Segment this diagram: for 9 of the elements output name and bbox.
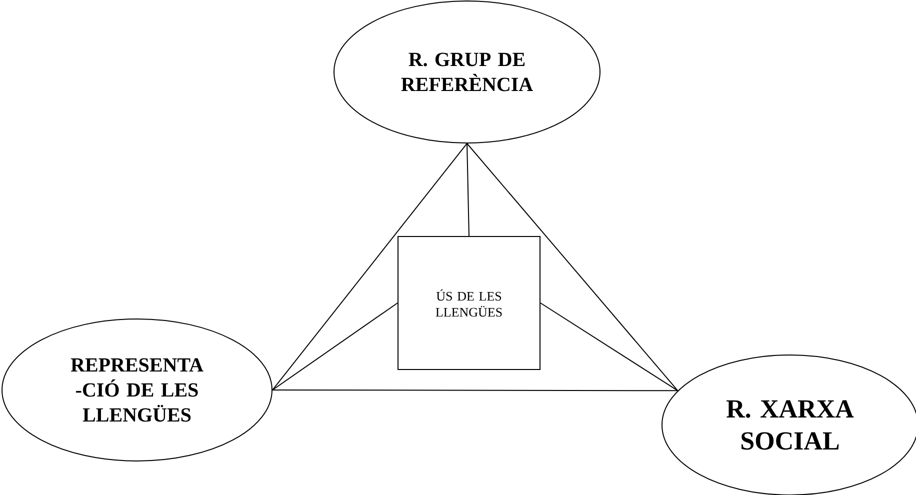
connector-line (272, 143, 468, 390)
connector-line (272, 302, 398, 390)
connector-line (466, 143, 678, 392)
ellipse-node: REPRESENTA -CIÓ DE LES LLENGÜES (2, 318, 272, 462)
connector-line (272, 389, 678, 392)
connector-line (540, 302, 678, 392)
connector-line (466, 143, 470, 236)
ellipse-node: R. GRUP DE REFERÈNCIA (334, 0, 600, 144)
text-box: ÚS DE LES LLENGÜES (398, 236, 540, 370)
